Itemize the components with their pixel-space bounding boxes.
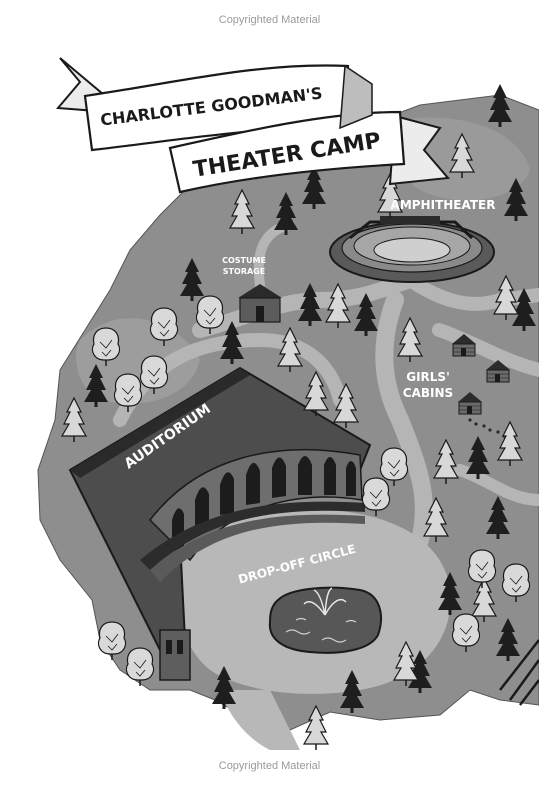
auditorium [68,366,372,681]
amphitheater [329,216,495,283]
title-banner: CHARLOTTE GOODMAN'S THEATER CAMP [55,57,451,194]
label-costume-storage-line2: STORAGE [223,267,265,276]
label-girls-cabins-line2: CABINS [403,386,453,400]
label-girls-cabins-line1: GIRLS' [406,370,450,384]
forest-edge-hatch [499,639,539,706]
auditorium-arches [172,456,356,552]
costume-storage-building [238,284,282,323]
label-costume-storage-line1: COSTUME [222,256,266,265]
label-amphitheater: AMPHITHEATER [391,198,496,212]
fountain-pond [268,586,382,654]
fountain-spray [303,587,347,616]
copyright-notice-bottom: Copyrighted Material [218,760,321,772]
copyright-notice-top: Copyrighted Material [218,14,321,26]
